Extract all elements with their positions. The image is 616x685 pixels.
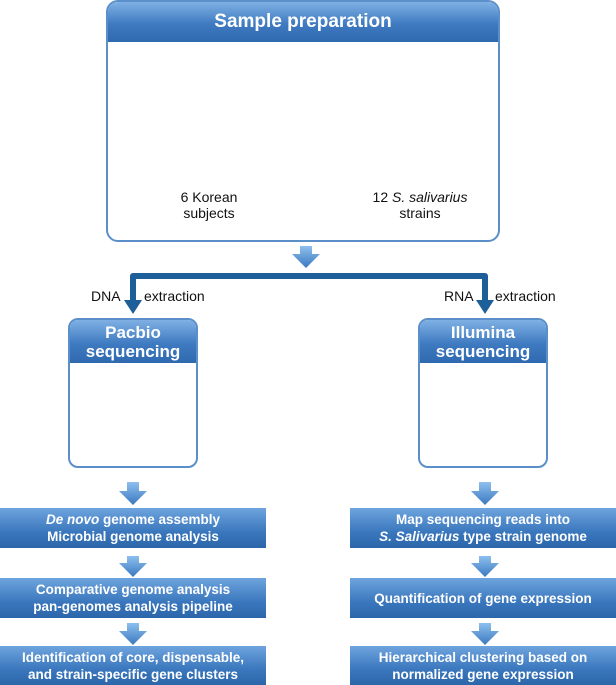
dna-extraction-label: extraction [144, 288, 205, 304]
down-arrow-icon [471, 623, 499, 645]
rna-extraction-label: extraction [495, 288, 556, 304]
illumina-title: Illumina sequencing [420, 320, 546, 363]
down-arrow-icon [471, 556, 499, 577]
down-arrow-icon [119, 482, 147, 505]
denovo-assembly-step: De novo genome assembly Microbial genome… [0, 508, 266, 548]
comparative-genome-step: Comparative genome analysis pan-genomes … [0, 578, 266, 618]
branch-connector [130, 273, 488, 305]
down-arrow-icon [292, 246, 320, 268]
hierarchical-clustering-step: Hierarchical clustering based on normali… [350, 646, 616, 685]
dna-arrowhead-icon [124, 300, 142, 314]
dna-label: DNA [91, 288, 121, 304]
sample-preparation-panel: Sample preparation [106, 0, 500, 242]
map-reads-step: Map sequencing reads into S. Salivarius … [350, 508, 616, 548]
down-arrow-icon [119, 623, 147, 645]
rna-arrowhead-icon [476, 300, 494, 314]
pacbio-title: Pacbio sequencing [70, 320, 196, 363]
down-arrow-icon [119, 556, 147, 577]
pacbio-box: Pacbio sequencing [68, 318, 198, 468]
down-arrow-icon [471, 482, 499, 505]
subjects-caption: 6 Korean subjects [180, 189, 238, 221]
quantification-step: Quantification of gene expression [350, 578, 616, 618]
illumina-box: Illumina sequencing [418, 318, 548, 468]
gene-cluster-step: Identification of core, dispensable, and… [0, 646, 266, 685]
rna-label: RNA [444, 288, 474, 304]
panel-title: Sample preparation [108, 2, 498, 42]
strains-caption: 12 S. salivarius strains [372, 189, 468, 221]
